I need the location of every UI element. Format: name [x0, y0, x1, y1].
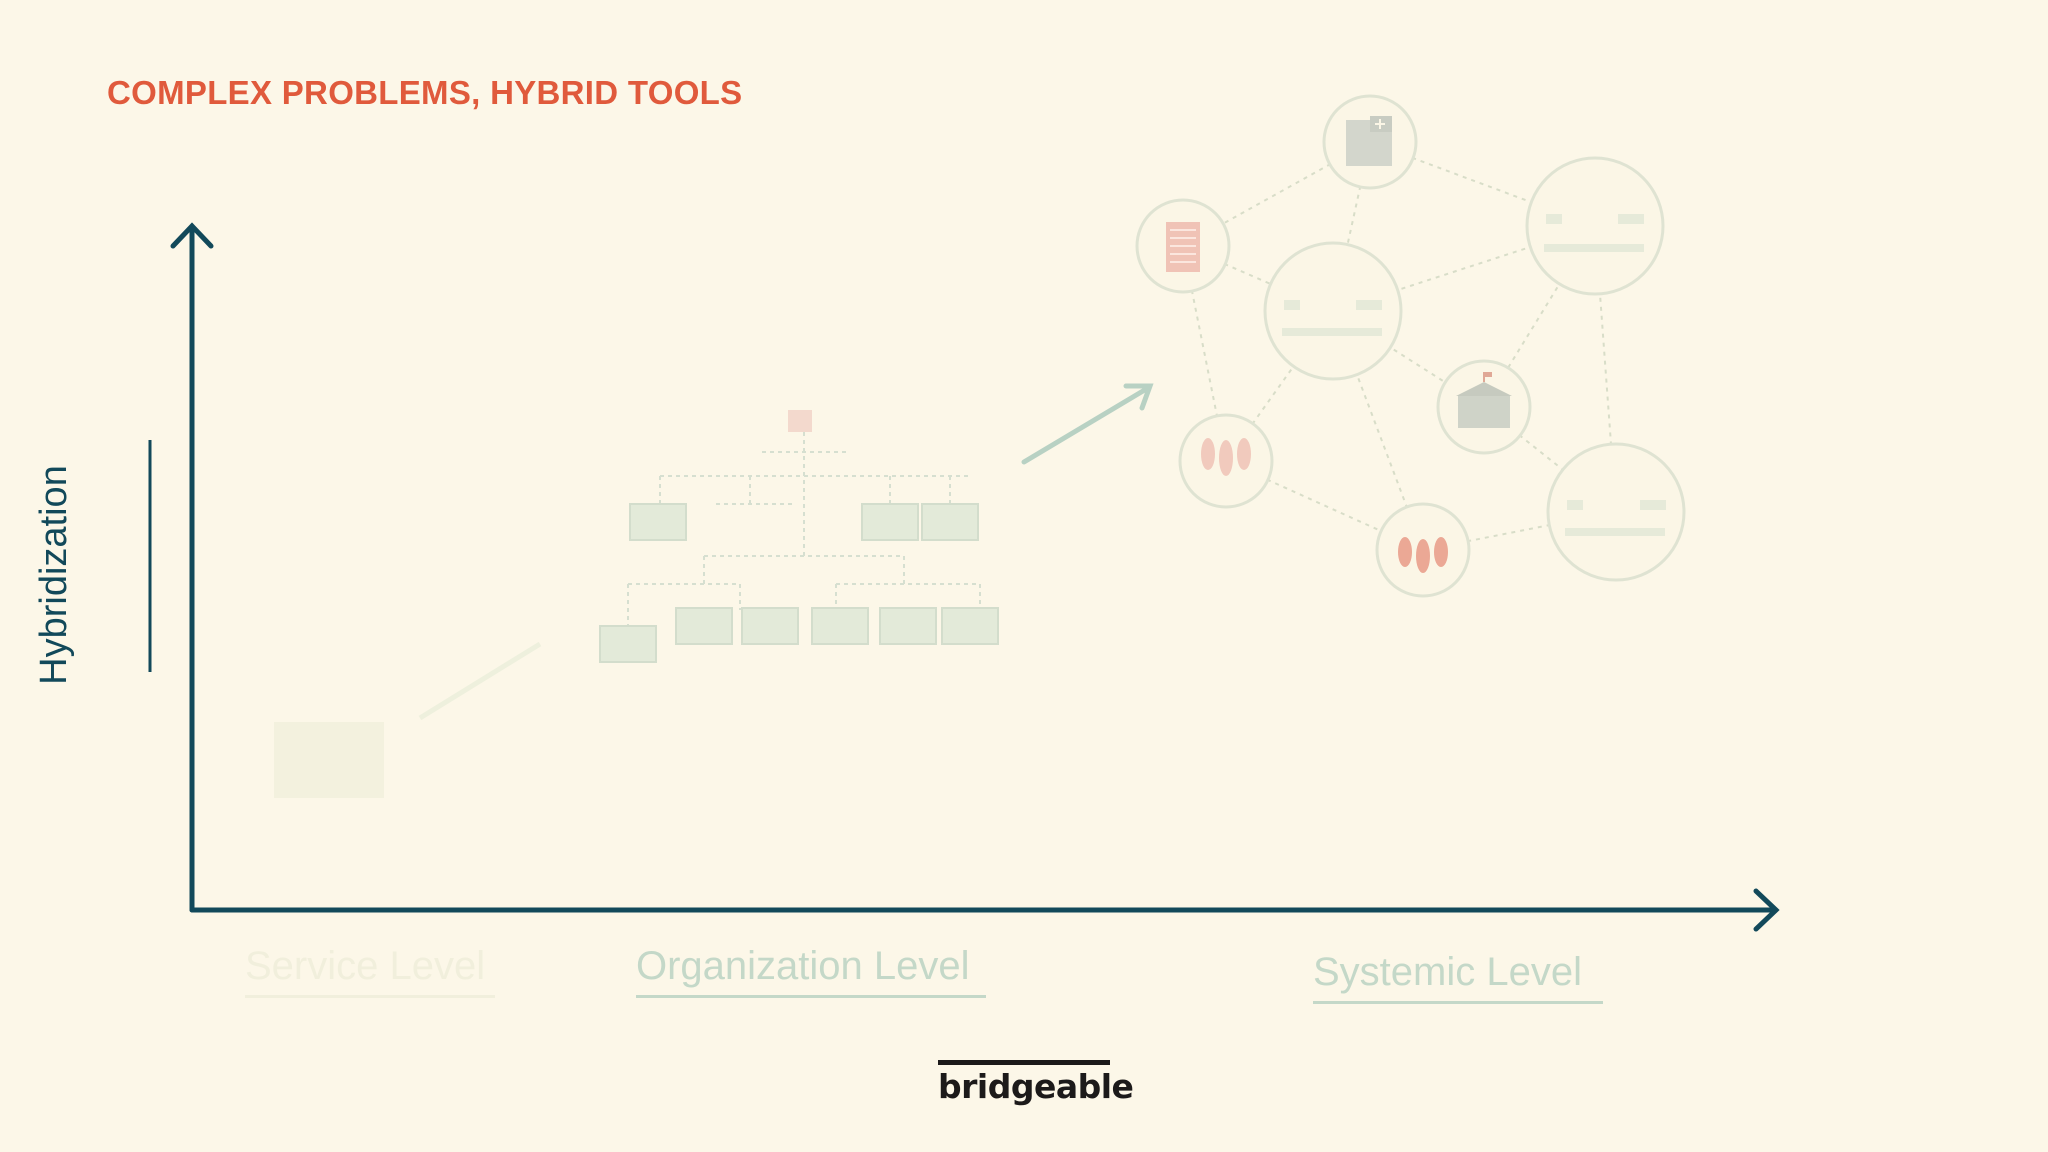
y-axis-arrow-icon: [170, 222, 214, 249]
org-node-bottom-right: [1546, 442, 1686, 582]
org-chart-icon: [627, 432, 981, 626]
axes: [170, 222, 1780, 932]
bridgeable-logo: bridgeable: [938, 1060, 1134, 1109]
org-node-center: [1263, 241, 1403, 381]
slide-title: COMPLEX PROBLEMS, HYBRID TOOLS: [107, 74, 743, 111]
people-icon-left: [1201, 438, 1251, 476]
mini-org-chart-icons: [1282, 214, 1666, 536]
city-hall-icon: [1456, 372, 1512, 428]
organization-level-label: Organization Level: [636, 944, 986, 998]
org-chart-boxes: [599, 410, 999, 663]
hospital-icon: [1346, 116, 1392, 166]
systemic-level-label: Systemic Level: [1313, 950, 1603, 1004]
people-icon-bottom: [1398, 537, 1448, 573]
x-axis-arrow-icon: [1753, 888, 1780, 932]
service-to-org-arrow-icon: [418, 641, 542, 721]
network-nodes: [1135, 94, 1686, 598]
service-level-icon: [274, 722, 384, 798]
org-node-top-right: [1525, 156, 1665, 296]
service-level-label: Service Level: [245, 944, 495, 998]
org-to-systemic-arrow-icon: [1021, 383, 1154, 465]
building-icon: [1166, 222, 1200, 272]
